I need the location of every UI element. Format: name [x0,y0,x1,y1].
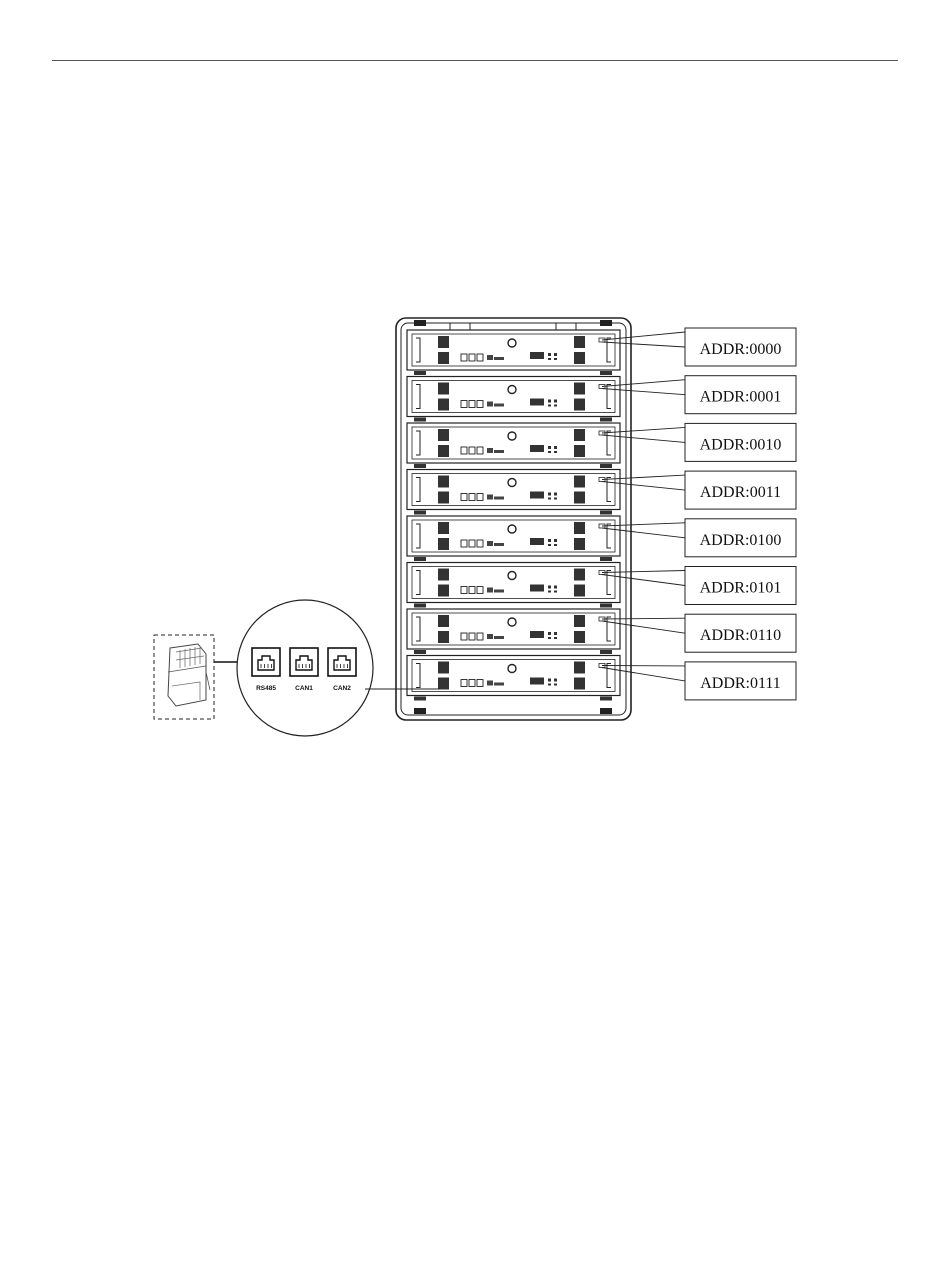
battery-module [407,656,620,701]
port-rs485: RS485 [252,648,280,692]
battery-module [407,470,620,515]
address-label: ADDR:0011 [700,484,781,501]
battery-module [407,330,620,375]
address-label: ADDR:0111 [700,675,781,692]
port-label: CAN2 [333,685,351,692]
address-label: ADDR:0100 [700,532,782,549]
battery-modules [407,330,620,701]
port-label: RS485 [256,685,276,692]
battery-module [407,377,620,422]
communication-ports: RS485 CAN1 CAN2 [252,648,356,692]
port-label: CAN1 [295,685,313,692]
address-label: ADDR:0001 [700,389,782,406]
address-label: ADDR:0101 [700,580,782,597]
address-label: ADDR:0110 [700,627,781,644]
address-label: ADDR:0000 [700,341,782,358]
battery-module [407,516,620,561]
battery-module [407,563,620,608]
address-label: ADDR:0010 [700,436,782,453]
rj45-connector [154,635,214,719]
battery-module [407,423,620,468]
battery-module [407,609,620,654]
